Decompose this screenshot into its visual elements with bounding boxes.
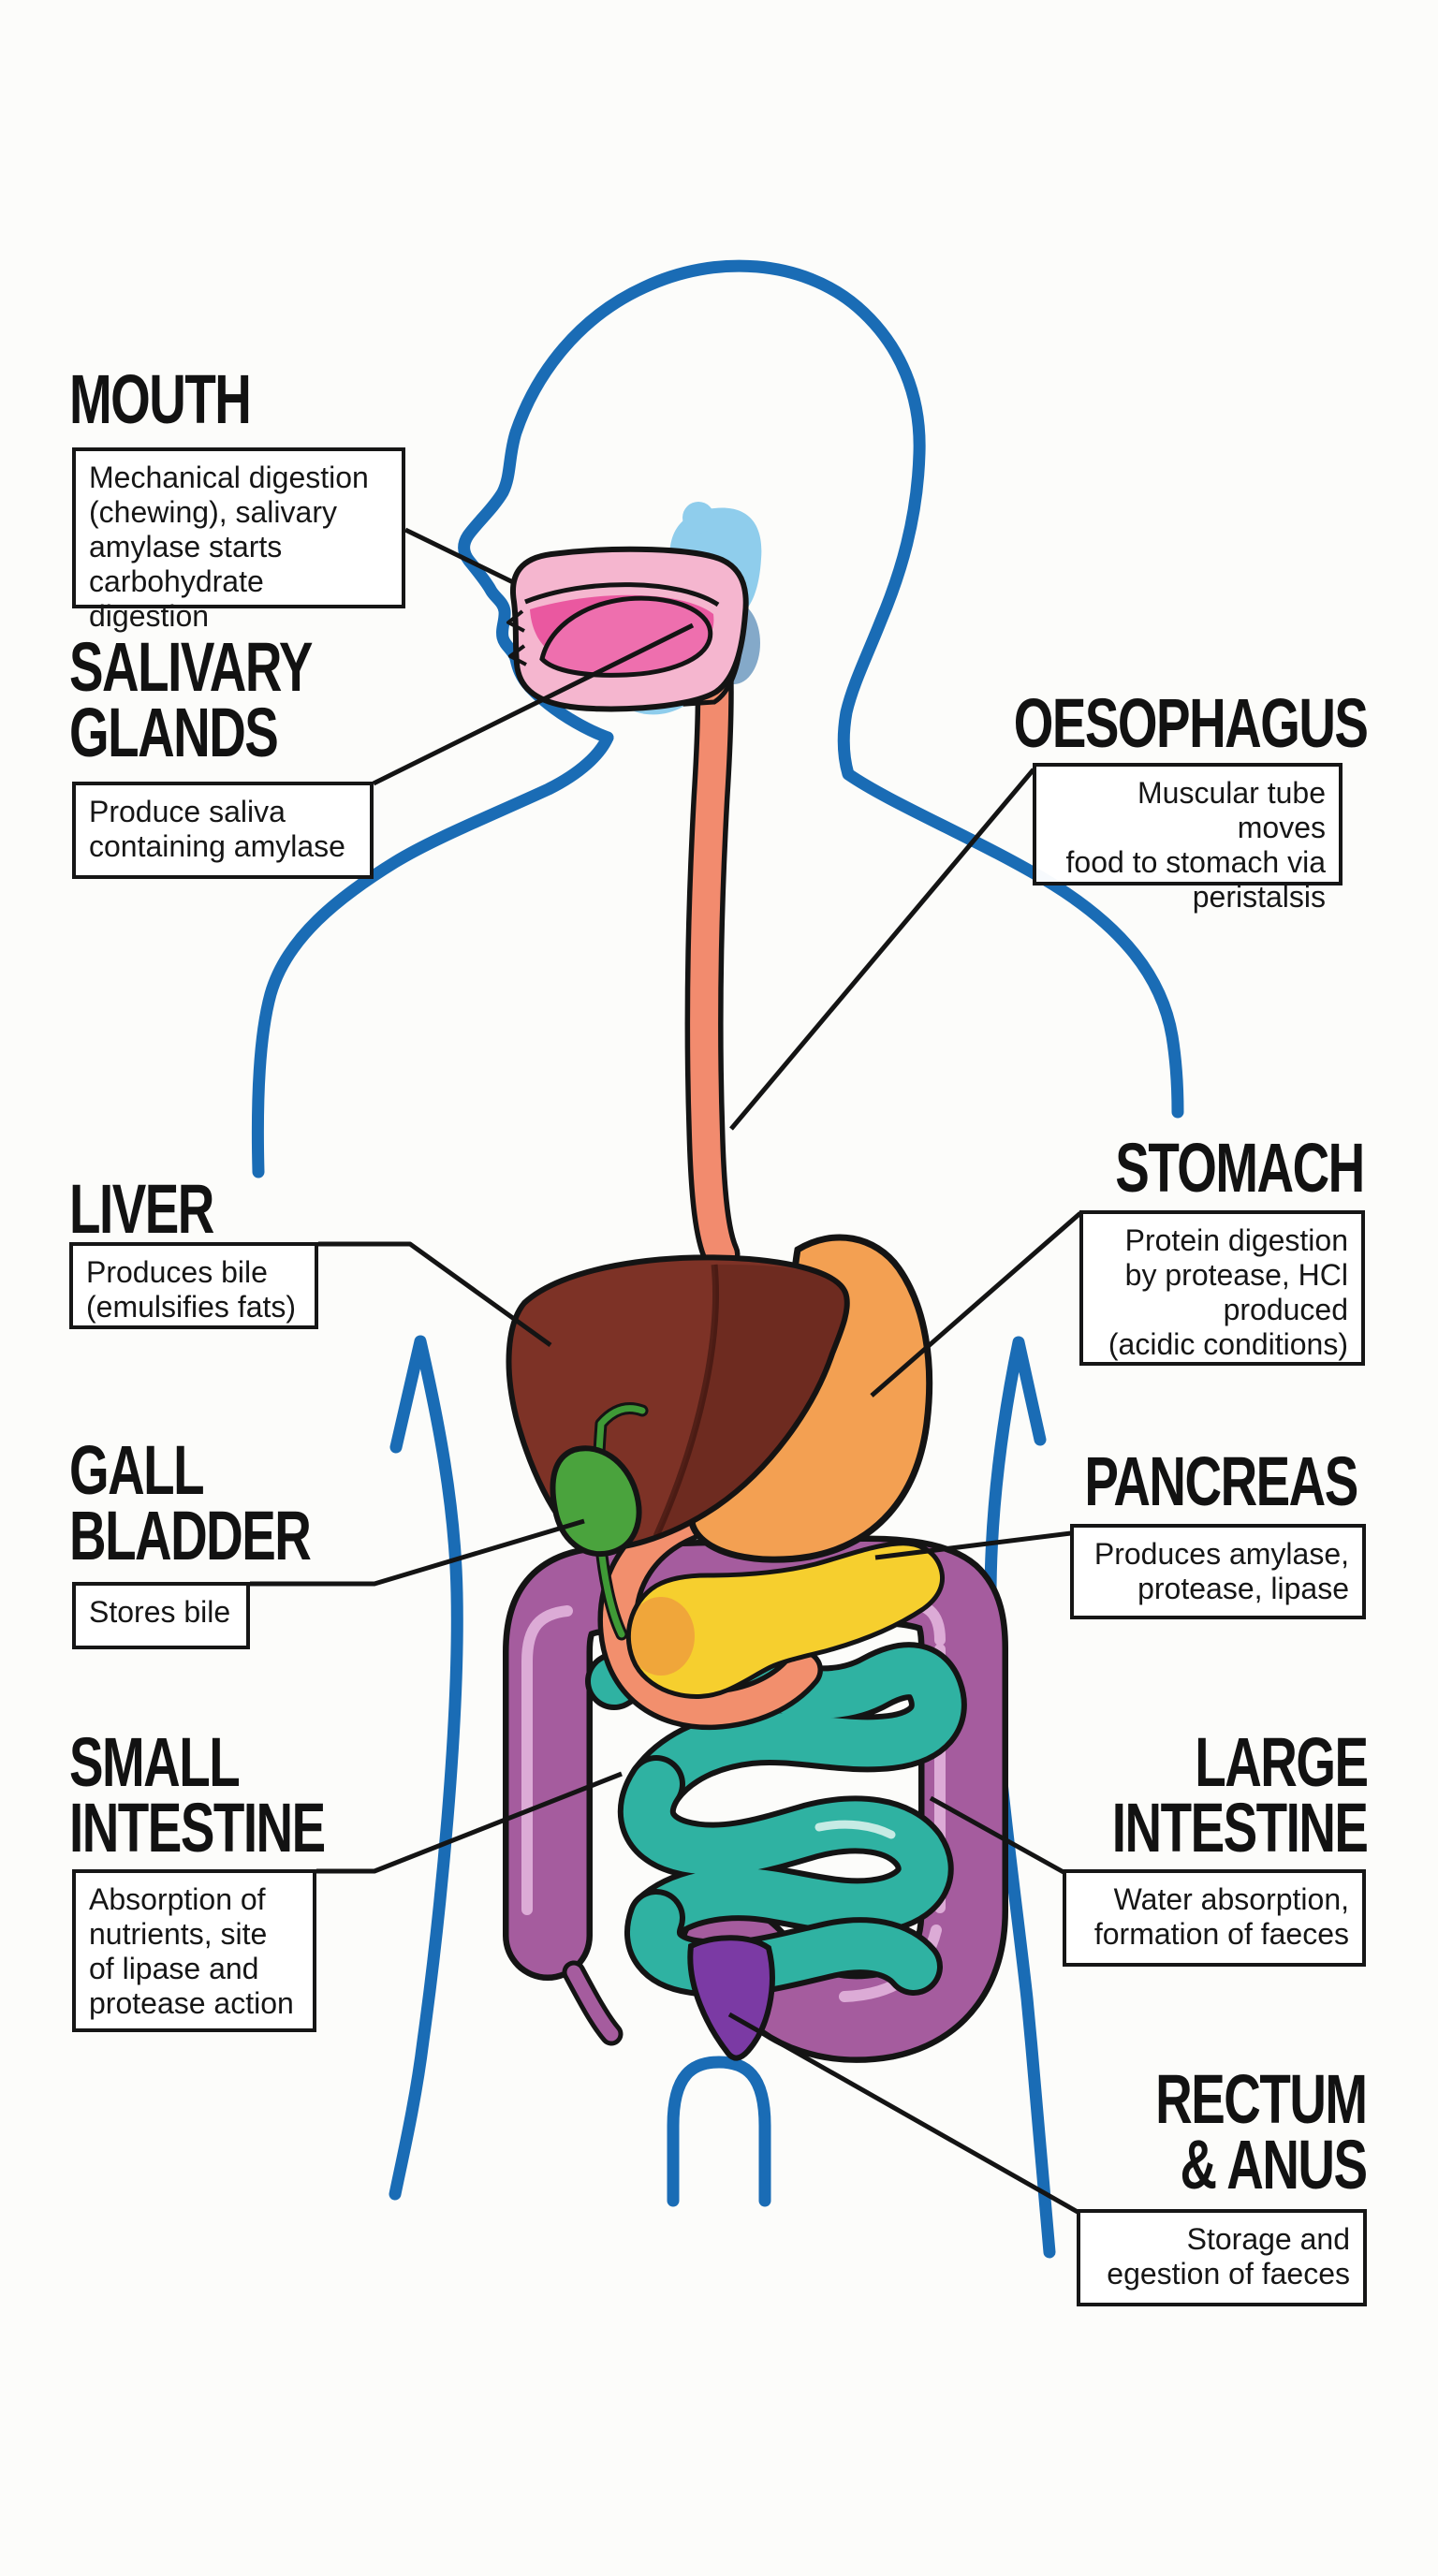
mouth-leader-line bbox=[404, 527, 515, 585]
pancreas-head bbox=[627, 1597, 695, 1676]
pancreas-description-box: Produces amylase, protease, lipase bbox=[1070, 1524, 1366, 1619]
parotid-gland-lobe bbox=[682, 502, 714, 534]
leader-lines bbox=[250, 527, 1082, 2215]
gall-bladder-title: GALL BLADDER bbox=[69, 1431, 312, 1575]
gall-bladder-shape bbox=[550, 1402, 649, 1641]
pancreas-leader-line bbox=[874, 1530, 1072, 1560]
pancreas-shape bbox=[625, 1541, 946, 1699]
appendix-fill bbox=[566, 1965, 619, 2042]
mouth-shapes bbox=[506, 546, 749, 712]
palate-line bbox=[524, 582, 720, 607]
liver-lobe-divider bbox=[653, 1264, 719, 1538]
stomach-description-box: Protein digestion by protease, HCl produ… bbox=[1079, 1210, 1365, 1366]
large-intestine-leader-line bbox=[929, 1795, 1065, 1875]
small-intestine-title: SMALL INTESTINE bbox=[69, 1723, 326, 1867]
crotch-outline bbox=[667, 2056, 771, 2207]
salivary-glands-title: SALIVARY GLANDS bbox=[69, 628, 313, 772]
stomach-leader-line bbox=[870, 1211, 1082, 1398]
liver-leader-line bbox=[318, 1241, 552, 1348]
rectum-leader-line bbox=[727, 2012, 1079, 2215]
small-intestine-fill-2 bbox=[623, 1761, 948, 1941]
pancreas-outline bbox=[625, 1541, 946, 1699]
pancreas-body bbox=[628, 1543, 943, 1697]
liver-title: LIVER bbox=[69, 1170, 214, 1248]
gall-bladder-leader-line bbox=[250, 1518, 585, 1587]
duodenum-shape bbox=[597, 1498, 823, 1731]
pancreas-title: PANCREAS bbox=[1084, 1442, 1359, 1520]
small-intestine-description-box: Absorption of nutrients, site of lipase … bbox=[72, 1869, 316, 2032]
rectum-shape bbox=[687, 1935, 775, 2061]
left-shoulder-arm-outline bbox=[251, 731, 614, 1178]
large-intestine-title: LARGE INTESTINE bbox=[1111, 1723, 1368, 1867]
oesophagus-description-box: Muscular tube moves food to stomach via … bbox=[1033, 763, 1343, 914]
large-intestine-description-box: Water absorption, formation of faeces bbox=[1063, 1869, 1366, 1967]
liver-right-lobe-shade bbox=[656, 1264, 847, 1537]
small-intestine-leader-line bbox=[316, 1771, 623, 1874]
salivary-leader-line bbox=[372, 622, 695, 786]
duodenum-fill bbox=[602, 1502, 818, 1725]
tongue-shape bbox=[539, 595, 713, 678]
front-teeth-lines bbox=[506, 609, 527, 666]
head-and-right-shoulder-outline bbox=[458, 259, 1184, 1119]
gall-bladder-body bbox=[550, 1445, 642, 1558]
rectum-anus-title: RECTUM & ANUS bbox=[1155, 2060, 1369, 2204]
salivary-glands-description-box: Produce saliva containing amylase bbox=[72, 782, 374, 879]
oesophagus-leader-line bbox=[729, 768, 1035, 1131]
body-outline bbox=[251, 259, 1184, 2259]
mouth-description-box: Mechanical digestion (chewing), salivary… bbox=[72, 447, 405, 633]
rectum-anus-description-box: Storage and egestion of faeces bbox=[1077, 2209, 1367, 2306]
left-hand-and-hip-outline bbox=[389, 1335, 463, 2201]
gall-bladder-description-box: Stores bile bbox=[72, 1582, 250, 1649]
liver-description-box: Produces bile (emulsifies fats) bbox=[69, 1242, 318, 1329]
oesophagus-title: OESOPHAGUS bbox=[1013, 684, 1368, 762]
stomach-title: STOMACH bbox=[1115, 1129, 1366, 1207]
mouth-title: MOUTH bbox=[69, 360, 252, 438]
